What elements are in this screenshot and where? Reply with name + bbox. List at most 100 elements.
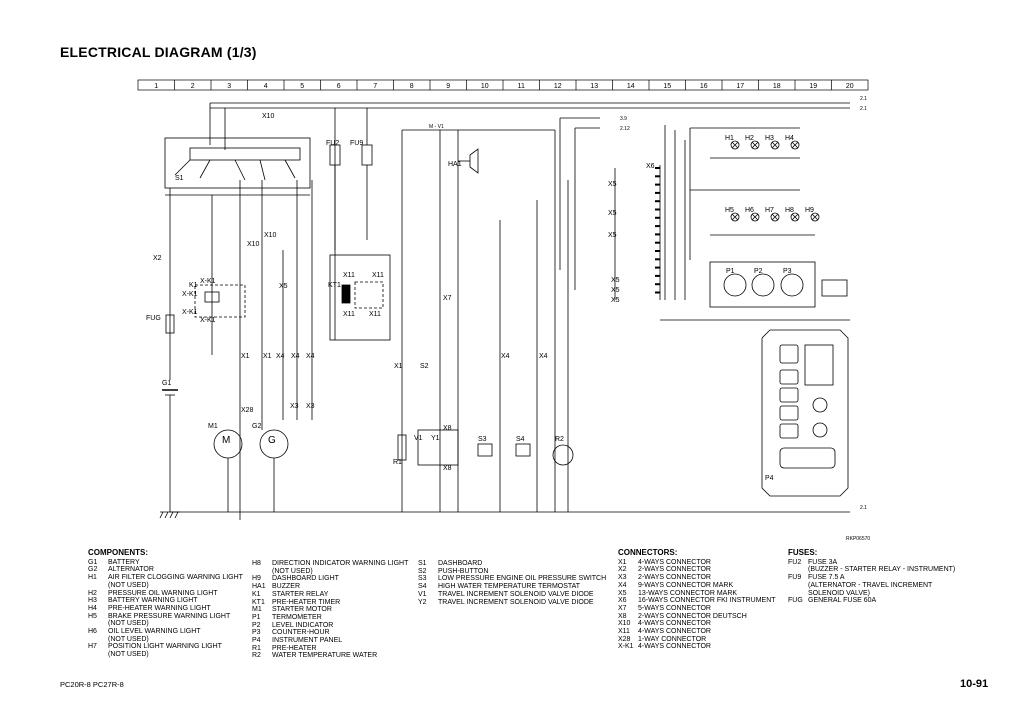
- label-xk1d: X-K1: [200, 317, 216, 324]
- label-x4d: X4: [501, 353, 510, 360]
- label-x11a: X11: [343, 272, 355, 279]
- lamp-icon: [790, 212, 800, 222]
- component-desc: TRAVEL INCREMENT SOLENOID VALVE DIODE: [438, 590, 594, 598]
- label-x4b: X4: [291, 353, 300, 360]
- label-x3a: X3: [290, 403, 299, 410]
- connector-item: X7 5-WAYS CONNECTOR: [618, 605, 788, 613]
- components-heading: COMPONENTS:: [88, 548, 148, 557]
- s3-switch: [477, 443, 493, 457]
- fug-fuse: [165, 314, 175, 334]
- label-x8a: X8: [443, 425, 452, 432]
- label-x5e: X5: [611, 277, 620, 284]
- connector-item: X1 4-WAYS CONNECTOR: [618, 559, 788, 567]
- component-desc: BRAKE PRESSURE WARNING LIGHT (NOT USED): [108, 612, 231, 628]
- component-desc: WATER TEMPERATURE WATER: [272, 652, 378, 660]
- r2-sensor: [552, 444, 574, 466]
- grid-number: 12: [554, 83, 562, 90]
- connector-code: X3: [618, 574, 627, 582]
- lamp-icon: [810, 212, 820, 222]
- fuse-code: FU2: [788, 558, 802, 566]
- label-p3: P3: [783, 268, 792, 275]
- component-code: Y2: [418, 598, 427, 606]
- connector-desc: 1-WAY CONNECTOR: [638, 635, 707, 643]
- connector-desc: 4-WAYS CONNECTOR: [638, 558, 711, 566]
- label-xk1a: X-K1: [200, 278, 216, 285]
- p4-instrument-panel: [761, 329, 849, 497]
- connector-code: X7: [618, 604, 627, 612]
- component-code: P3: [252, 629, 261, 637]
- label-p4: P4: [765, 475, 774, 482]
- label-xk1c: X-K1: [182, 309, 198, 316]
- page-title: ELECTRICAL DIAGRAM (1/3): [60, 44, 257, 60]
- grid-number: 11: [518, 83, 525, 90]
- component-code: M1: [252, 606, 262, 614]
- label-x10c: X10: [247, 241, 260, 248]
- glyph-g: G: [268, 435, 276, 446]
- y1-solenoid-box: [417, 429, 459, 466]
- component-desc: TERMOMETER: [272, 613, 322, 621]
- component-code: R2: [252, 652, 261, 660]
- label-x5f: X5: [611, 287, 620, 294]
- label-m1: M1: [208, 423, 218, 430]
- grid-number: 6: [337, 83, 341, 90]
- fuse-desc: FUSE 3A (BUZZER - STARTER RELAY - INSTRU…: [808, 558, 956, 574]
- component-desc: PRE-HEATER WARNING LIGHT: [108, 604, 211, 612]
- label-x5d: X5: [608, 232, 617, 239]
- label-g2: G2: [252, 423, 261, 430]
- component-code: G2: [88, 566, 98, 574]
- connector-desc: 13-WAYS CONNECTOR MARK: [638, 589, 738, 597]
- connector-code: X1: [618, 558, 627, 566]
- x6-pin: [655, 200, 660, 203]
- connector-code: X2: [618, 566, 627, 574]
- component-code: KT1: [252, 598, 265, 606]
- ha1-buzzer: [469, 148, 479, 174]
- x6-pin: [655, 208, 660, 211]
- x6-pin: [655, 233, 660, 236]
- lamp-icon: [730, 212, 740, 222]
- component-code: P1: [252, 613, 261, 621]
- component-code: R1: [252, 644, 261, 652]
- grid-number: 4: [264, 83, 268, 90]
- label-tw2: 2.1: [860, 106, 867, 112]
- component-desc: OIL LEVEL WARNING LIGHT (NOT USED): [108, 628, 201, 643]
- connector-desc: 4-WAYS CONNECTOR: [638, 643, 711, 651]
- lamp-icon: [730, 140, 740, 150]
- p2-level-indicator: [751, 273, 775, 297]
- label-x11c: X11: [343, 311, 355, 318]
- label-x5c: X5: [608, 210, 617, 217]
- label-y1: Y1: [431, 435, 440, 442]
- label-tw4: 3.9: [620, 116, 627, 122]
- x6-pin: [655, 183, 660, 186]
- component-code: G1: [88, 558, 98, 566]
- connector-code: X8: [618, 612, 627, 620]
- label-tw3: 2.1: [860, 505, 867, 511]
- connector-desc: 5-WAYS CONNECTOR: [638, 604, 711, 612]
- grid-number: 10: [481, 83, 489, 90]
- label-x6: X6: [646, 163, 655, 170]
- x6-pin: [655, 266, 660, 269]
- connector-code: X5: [618, 589, 627, 597]
- label-x3b: X3: [306, 403, 315, 410]
- component-code: P2: [252, 621, 261, 629]
- connector-code: X11: [618, 628, 630, 636]
- s1-switch-box: [164, 137, 311, 189]
